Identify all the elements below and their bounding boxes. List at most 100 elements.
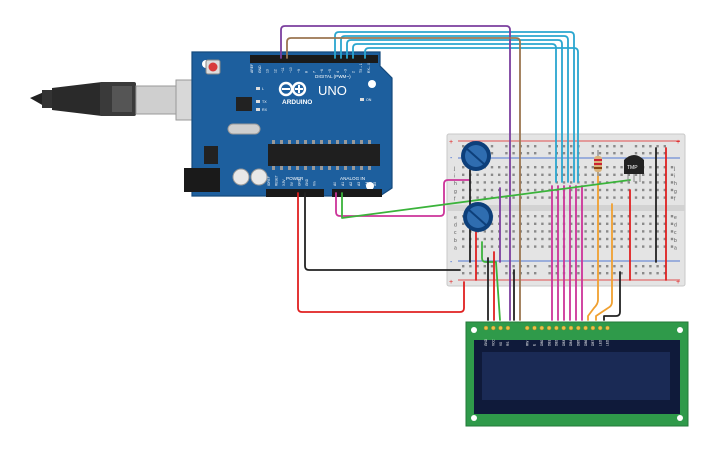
- rail-plus-top: +: [449, 139, 453, 146]
- l-label: L: [262, 87, 264, 91]
- lcd-pin[interactable]: [505, 325, 511, 331]
- row-letter-b: b: [454, 238, 457, 244]
- row-letter-j: j: [453, 166, 455, 172]
- rail-plus-top-right: +: [676, 139, 680, 146]
- lcd-pin-label: DB0: [540, 340, 544, 346]
- lcd-pin[interactable]: [539, 325, 545, 331]
- digital-pin-label: ~11: [281, 67, 285, 73]
- potentiometer-top[interactable]: [461, 141, 491, 171]
- row-letter-g: g: [454, 189, 457, 195]
- arduino-board: ARDUINO UNO DIGITAL (PWM~) POWER ANALOG …: [184, 51, 393, 197]
- row-letter-a: a: [454, 245, 457, 251]
- lcd-pin[interactable]: [568, 325, 574, 331]
- power-pin-label: 5V: [290, 181, 294, 186]
- analog-header: [332, 189, 382, 197]
- row-letter-f: f: [454, 196, 456, 202]
- lcd-pin-label: RS: [506, 342, 510, 346]
- analog-pin-label: A2: [349, 182, 353, 186]
- lcd-pin-label: DB7: [591, 340, 595, 346]
- lcd-pin[interactable]: [532, 325, 537, 331]
- analog-pin-label: A5: [373, 182, 377, 186]
- digital-pin-label: GND: [258, 65, 262, 73]
- lcd-pin-label: LED: [598, 339, 602, 346]
- digital-label: DIGITAL (PWM~): [315, 74, 351, 79]
- tx-label: TX: [262, 100, 267, 104]
- lcd-pin[interactable]: [524, 325, 530, 331]
- digital-pin-label: 4: [336, 71, 340, 73]
- wire-green-v0: [481, 241, 501, 321]
- lcd-pin-label: DB4: [569, 340, 573, 346]
- lcd-pin[interactable]: [498, 325, 503, 331]
- microcontroller-chip: [268, 144, 380, 166]
- lcd-pin[interactable]: [576, 325, 581, 331]
- lcd-pin-label: VCC: [492, 339, 496, 346]
- lcd-pin[interactable]: [483, 325, 489, 331]
- rail-minus-bottom: -: [450, 259, 453, 266]
- row-letter-h-right: h: [674, 181, 677, 187]
- lcd-pin-label: E: [533, 344, 537, 346]
- digital-pin-label: ~10: [289, 67, 293, 73]
- analog-pin-label: A4: [365, 182, 369, 186]
- wire-black-lcd-led: [603, 271, 621, 321]
- row-letter-j-right: j: [673, 166, 675, 172]
- tmp-label: TMP: [627, 165, 638, 171]
- row-letter-e-right: e: [674, 215, 677, 221]
- digital-pin-label: RX←0: [367, 63, 371, 73]
- power-pin-label: GND: [297, 178, 301, 186]
- digital-pin-label: 7: [312, 71, 316, 73]
- digital-pin-label: AREF: [250, 64, 254, 73]
- lcd-pin[interactable]: [597, 325, 603, 331]
- lcd-pin[interactable]: [561, 325, 566, 331]
- lcd-pin[interactable]: [554, 325, 559, 331]
- lcd-pin[interactable]: [590, 325, 596, 331]
- power-header: [266, 189, 324, 197]
- lcd-pin[interactable]: [546, 325, 552, 331]
- row-letter-e: e: [454, 215, 457, 221]
- wire-blue-4: [352, 43, 557, 183]
- digital-pin-label: 2: [351, 71, 355, 73]
- power-pin-label: 3.3V: [282, 179, 286, 186]
- lcd-pin[interactable]: [605, 325, 610, 331]
- arduino-logo: [278, 81, 307, 97]
- lcd-pin-label: LED: [606, 339, 610, 346]
- analog-pin-label: A3: [357, 182, 361, 186]
- row-letter-b-right: b: [674, 238, 677, 244]
- row-letter-h: h: [454, 181, 457, 187]
- row-letter-c: c: [454, 230, 457, 236]
- on-label: ON: [366, 98, 372, 102]
- digital-header: [250, 55, 378, 63]
- lcd-pin-label: DB6: [584, 340, 588, 346]
- lcd-pin[interactable]: [491, 325, 496, 331]
- wire-magenta-a0: [335, 179, 471, 217]
- lcd-screen: [482, 352, 670, 400]
- digital-pin-label: 13: [266, 69, 270, 73]
- power-pin-label: RESET: [275, 175, 279, 186]
- lcd-pin-label: GND: [484, 338, 488, 346]
- row-letter-a-right: a: [674, 245, 677, 251]
- lcd-pin[interactable]: [583, 325, 588, 331]
- row-letter-i-right: i: [674, 174, 675, 180]
- digital-pin-label: ~3: [344, 69, 348, 73]
- wire-orange-2: [595, 203, 613, 321]
- wire-blue-5: [364, 47, 579, 183]
- arduino-logo-text: ARDUINO: [282, 99, 312, 106]
- row-letter-d: d: [454, 223, 457, 229]
- wire-purple: [280, 25, 511, 321]
- potentiometer-bottom[interactable]: [463, 202, 493, 232]
- lcd-pin-label: DB1: [547, 340, 551, 346]
- lcd-pin-label: V0: [499, 342, 503, 346]
- wire-orange-1: [587, 171, 599, 321]
- wire-red-5v: [297, 192, 465, 313]
- digital-pin-label: ~6: [320, 69, 324, 73]
- wires: [280, 25, 667, 321]
- lcd-pin-label: DB3: [562, 340, 566, 346]
- rail-minus-top: -: [450, 155, 453, 162]
- analog-label: ANALOG IN: [340, 176, 365, 181]
